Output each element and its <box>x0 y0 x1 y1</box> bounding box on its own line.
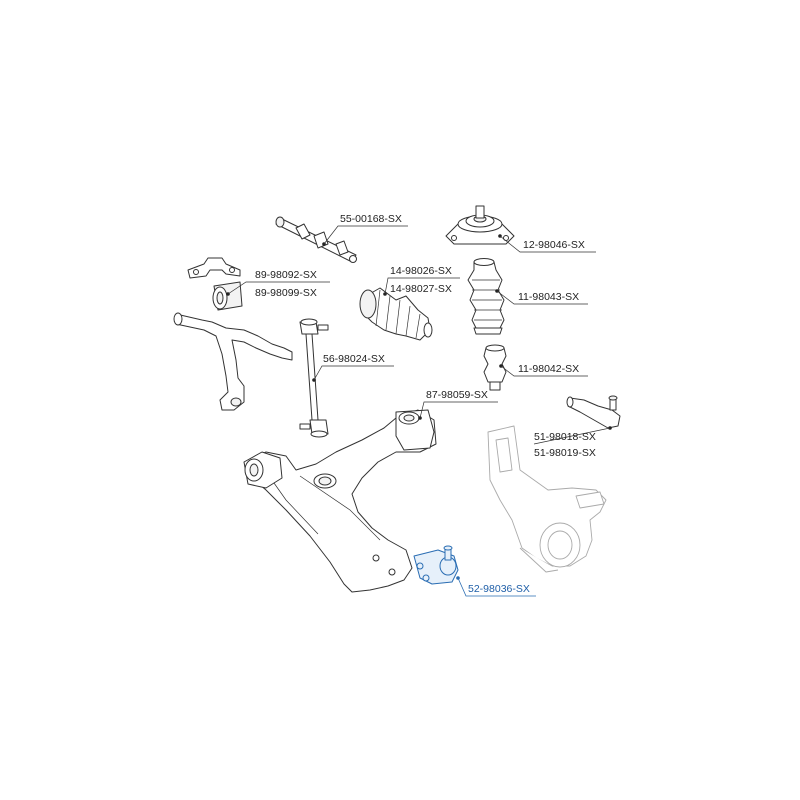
dust-cover <box>467 258 505 335</box>
lower-control-arm <box>245 409 437 593</box>
stabilizer-bar <box>173 312 293 411</box>
front-arm-bushing <box>243 451 283 489</box>
stabilizer-bracket <box>187 257 241 279</box>
callout-strut-mount: 12-98046-SX <box>523 239 585 251</box>
tie-rod-end <box>566 395 621 429</box>
callout-tie-rod-end-a: 51-98018-SX <box>534 431 596 443</box>
stabilizer-link <box>299 318 329 438</box>
inner-tie-rod <box>275 216 357 263</box>
bump-stop <box>483 344 507 391</box>
callout-steering-boot-b: 14-98027-SX <box>390 283 452 295</box>
callout-dust-cover: 11-98043-SX <box>518 291 579 303</box>
steering-knuckle <box>487 425 607 573</box>
strut-mount <box>445 205 515 245</box>
callout-tie-rod-end-b: 51-98019-SX <box>534 447 596 459</box>
steering-rack-boot <box>359 287 433 341</box>
ball-joint <box>413 545 459 585</box>
callout-tie-rod: 55-00168-SX <box>340 213 402 225</box>
callout-bump-stop: 11-98042-SX <box>518 363 579 375</box>
callout-stabilizer-bushing-a: 89-98092-SX <box>255 269 317 281</box>
stabilizer-bushing <box>212 281 243 311</box>
leader-lines <box>226 225 612 597</box>
callout-stabilizer-bushing-b: 89-98099-SX <box>255 287 317 299</box>
callout-steering-boot-a: 14-98026-SX <box>390 265 452 277</box>
callout-ball-joint: 52-98036-SX <box>468 583 530 595</box>
callout-stabilizer-link: 56-98024-SX <box>323 353 385 365</box>
callout-control-arm-bushing: 87-98059-SX <box>426 389 488 401</box>
rear-arm-bushing <box>395 409 435 451</box>
